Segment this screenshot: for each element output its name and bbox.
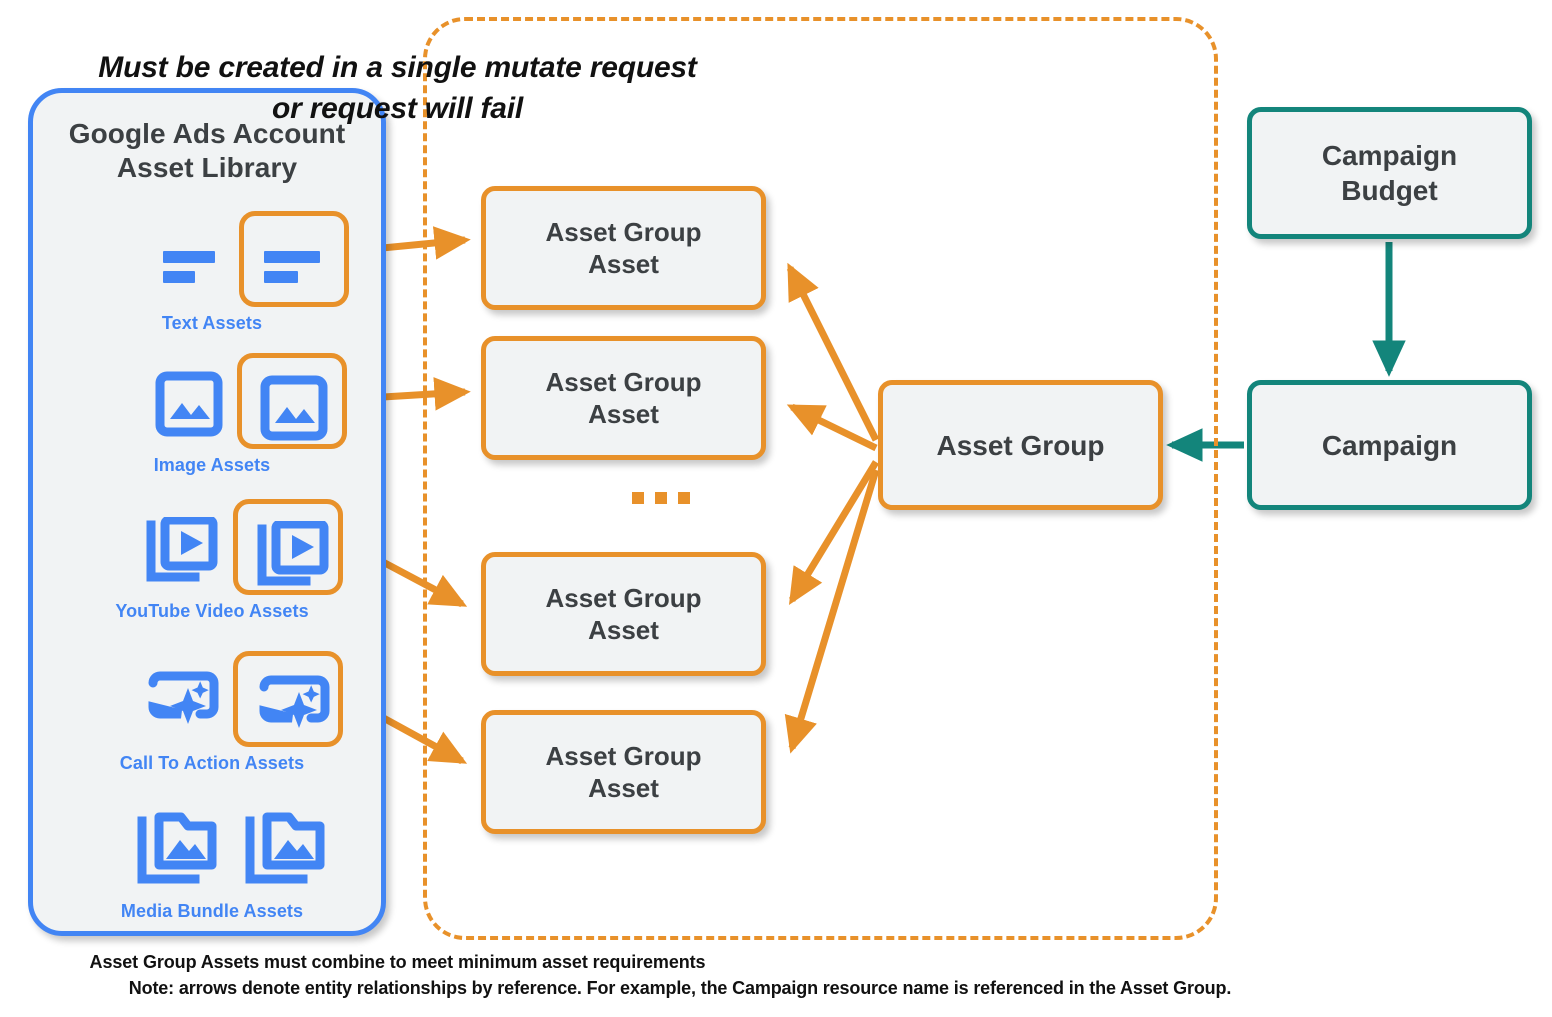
- asset-caption-cta: Call To Action Assets: [119, 753, 305, 773]
- text-lines-icon-highlighted[interactable]: [239, 211, 349, 307]
- asset-group-label: Asset Group: [936, 429, 1105, 461]
- aga-4-line2: Asset: [588, 773, 659, 803]
- ellipsis-dot-1: [632, 492, 644, 504]
- campaign-label: Campaign: [1321, 429, 1458, 461]
- asset-row-media-bundle: Media Bundle Assets: [33, 795, 391, 922]
- ellipsis-dot-3: [678, 492, 690, 504]
- asset-caption-text: Text Assets: [161, 313, 263, 333]
- campaign-budget-line1: Campaign: [1321, 140, 1458, 171]
- text-lines-icon: [145, 215, 241, 307]
- asset-group-asset-node-2[interactable]: Asset Group Asset: [481, 336, 766, 460]
- asset-caption-video: YouTube Video Assets: [115, 601, 309, 621]
- video-stack-icon-highlighted[interactable]: [233, 499, 343, 595]
- video-stack-icon: [131, 503, 227, 595]
- mutate-request-container: [423, 17, 1218, 940]
- library-title-line1: Google Ads Account: [68, 118, 346, 149]
- aga-3-line2: Asset: [588, 615, 659, 645]
- media-bundle-folder-icon-2: [231, 795, 327, 895]
- asset-row-image: Image Assets: [33, 353, 391, 476]
- campaign-node[interactable]: Campaign: [1247, 380, 1532, 510]
- mutate-header-line1: Must be created in a single mutate reque…: [98, 51, 697, 84]
- asset-row-video: YouTube Video Assets: [33, 499, 391, 622]
- asset-row-cta: Call To Action Assets: [33, 651, 391, 774]
- campaign-budget-line2: Budget: [1341, 175, 1438, 206]
- asset-caption-media-bundle: Media Bundle Assets: [120, 901, 304, 921]
- call-to-action-sparkle-icon-highlighted[interactable]: [233, 651, 343, 747]
- aga-1-line2: Asset: [588, 249, 659, 279]
- aga-2-line1: Asset Group: [545, 366, 702, 397]
- image-icon: [141, 357, 237, 449]
- asset-group-asset-node-4[interactable]: Asset Group Asset: [481, 710, 766, 834]
- media-bundle-folder-icon: [123, 795, 219, 895]
- aga-1-line1: Asset Group: [545, 216, 702, 247]
- ellipsis-icon: [632, 492, 690, 504]
- asset-caption-image: Image Assets: [153, 455, 271, 475]
- library-title-line2: Asset Library: [116, 152, 298, 184]
- ellipsis-dot-2: [655, 492, 667, 504]
- footer-note: Note: arrows denote entity relationships…: [128, 978, 1232, 998]
- image-icon-highlighted[interactable]: [237, 353, 347, 449]
- asset-group-node[interactable]: Asset Group: [878, 380, 1163, 510]
- asset-row-text: Text Assets: [33, 211, 391, 334]
- mutate-header-note: Must be created in a single mutate reque…: [40, 48, 755, 129]
- aga-3-line1: Asset Group: [545, 582, 702, 613]
- asset-group-asset-node-3[interactable]: Asset Group Asset: [481, 552, 766, 676]
- aga-4-line1: Asset Group: [545, 740, 702, 771]
- call-to-action-sparkle-icon: [131, 655, 227, 747]
- asset-group-asset-node-1[interactable]: Asset Group Asset: [481, 186, 766, 310]
- aga-2-line2: Asset: [588, 399, 659, 429]
- campaign-budget-node[interactable]: Campaign Budget: [1247, 107, 1532, 239]
- mutate-header-line2: or request will fail: [271, 91, 524, 125]
- library-title: Google Ads Account Asset Library: [33, 117, 381, 185]
- mutate-footer-note: Asset Group Assets must combine to meet …: [89, 952, 706, 972]
- asset-library-panel: Google Ads Account Asset Library: [28, 88, 386, 936]
